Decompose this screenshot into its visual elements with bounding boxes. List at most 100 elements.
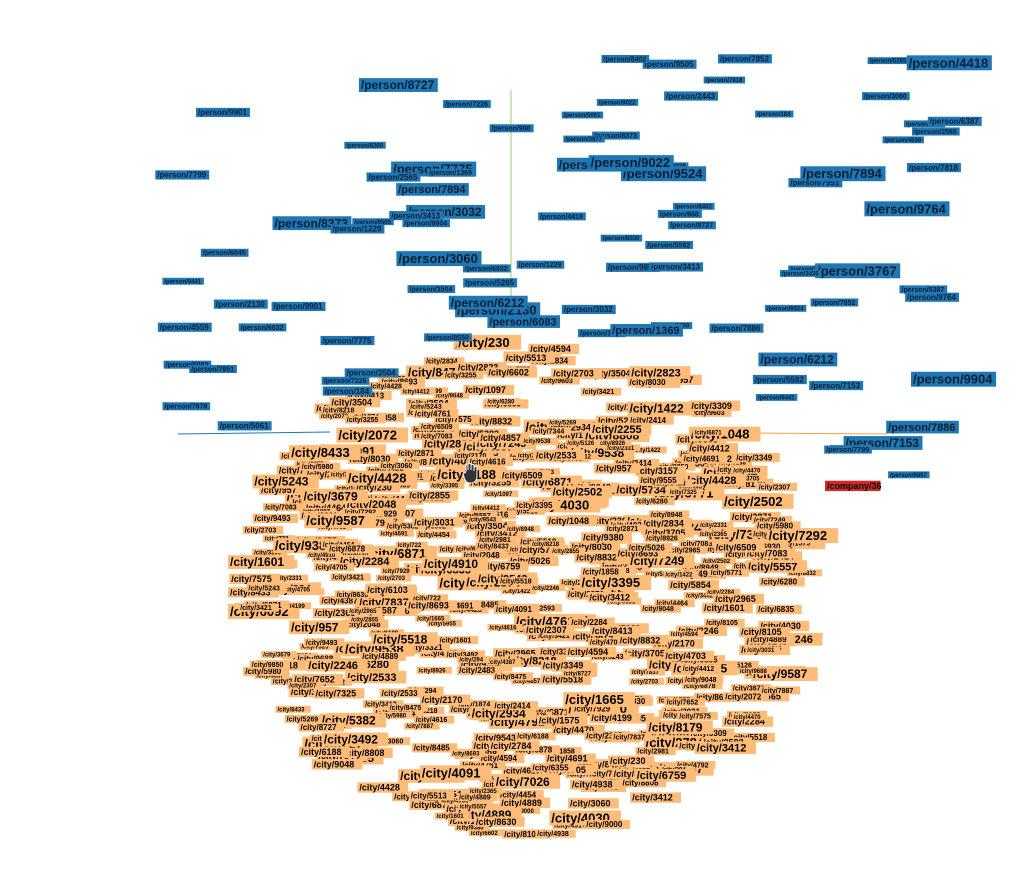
city-node[interactable]: /city/4705 [281,586,317,594]
person-node[interactable]: /person/9022 [596,98,639,107]
person-node[interactable]: /person/3413 [389,211,444,220]
city-node[interactable]: /city/9493 [252,513,299,523]
city-node[interactable]: /city/4470 [551,724,603,735]
person-node[interactable]: /person/7818 [703,76,746,85]
city-node[interactable]: /city/1097 [483,490,519,498]
city-node[interactable]: /city/5955 [426,619,463,628]
city-node[interactable]: /city/8693 [450,749,486,758]
city-node[interactable]: /city/1601 [702,602,753,614]
city-node[interactable]: /city/5557 [457,802,493,811]
city-node[interactable]: /city/2307 [524,624,575,636]
person-node[interactable]: /person/1369 [427,168,475,177]
person-node[interactable]: /person/7153 [809,380,864,390]
city-node[interactable]: /city/2855 [349,615,385,624]
city-node[interactable]: /city/4761 [412,408,459,418]
person-node[interactable]: /person/8727 [668,221,716,230]
person-node[interactable]: /person/6212 [758,352,838,367]
city-node[interactable]: /city/5980 [755,521,801,531]
city-node[interactable]: /city/9555 [638,475,685,485]
city-node[interactable]: /city/8433 [275,705,311,714]
city-node[interactable]: /city/3031 [412,517,463,528]
city-node[interactable]: /city/3395 [538,647,584,657]
city-node[interactable]: /city/957 [289,620,350,634]
city-node[interactable]: /city/4857 [511,677,547,686]
city-node[interactable]: /city/2981 [635,747,676,756]
city-node[interactable]: /city/7325 [299,643,335,651]
city-node[interactable]: /city/7575 [229,573,280,585]
city-node[interactable]: /city/230 [608,755,655,766]
city-node[interactable]: /city/5980 [299,462,341,471]
city-node[interactable]: /city/4703 [663,650,715,662]
city-node[interactable]: /city/3060 [378,461,420,470]
city-node[interactable]: /city/2414 [492,701,538,711]
city-node[interactable]: /city/5854 [643,570,679,578]
person-node[interactable]: /person/7818 [907,162,961,172]
city-node[interactable]: /city/7083 [419,431,460,440]
city-node[interactable]: /city/7292 [342,507,383,516]
city-node[interactable]: /city/7292 [766,528,839,543]
city-node[interactable]: /city/5518 [498,577,539,586]
city-node[interactable]: /city/3309 [689,400,741,411]
person-node[interactable]: /person/4559 [882,136,924,144]
city-node[interactable]: /city/3421 [580,387,622,396]
city-node[interactable]: /city/2502 [701,557,737,566]
person-node[interactable]: /person/9441 [162,277,204,286]
city-node[interactable]: /city/5243 [252,474,319,489]
person-node[interactable]: /person/9901 [271,301,326,311]
city-node[interactable]: /city/4428 [345,471,418,486]
city-node[interactable]: /city/3705 [622,648,674,659]
city-node[interactable]: /city/4616 [487,623,523,632]
person-node[interactable]: /person/7678 [162,402,211,411]
person-node[interactable]: /person/988 [657,209,702,218]
city-node[interactable]: /city/2284 [569,617,615,627]
city-node[interactable]: /city/8727 [298,722,345,732]
city-node[interactable]: /city/4428 [357,782,409,793]
city-node[interactable]: /city/1048 [555,429,607,440]
city-node[interactable]: /city/7026 [587,769,634,779]
city-node[interactable]: /city/1097 [463,384,515,396]
city-node[interactable]: /city/6280 [759,577,805,587]
city-node[interactable]: /city/8926 [596,439,632,447]
city-node[interactable]: /city/4910 [422,557,489,571]
city-node[interactable]: /city/3309 [252,548,288,557]
city-node[interactable]: /city/3412 [475,528,526,539]
person-node[interactable]: /person/8727 [358,78,438,92]
city-node[interactable]: /city/2871 [604,524,645,533]
city-node[interactable]: /city/4691 [378,529,414,538]
city-node[interactable]: /city/2823 [455,362,507,373]
person-node[interactable]: /person/1229 [516,260,565,269]
city-node[interactable]: /city/3679 [730,684,772,693]
city-node[interactable]: /city/2072 [723,692,769,702]
person-node[interactable]: /person/8200 [344,141,386,150]
person-node[interactable]: /person/1369 [610,323,683,337]
person-node[interactable]: /person/8550 [600,234,643,243]
city-node[interactable]: /city/3504 [465,520,516,532]
city-node[interactable]: /city/1575 [536,715,588,726]
city-node[interactable]: /city/2703 [629,678,665,686]
city-node[interactable]: /city/6602 [486,367,538,378]
person-node[interactable]: /person/7894 [800,166,886,181]
city-node[interactable]: /city/5269 [284,714,325,723]
city-node[interactable]: /city/5980 [243,666,289,676]
city-node[interactable]: /city/4594 [478,753,525,763]
person-node[interactable]: /person/5265 [463,278,518,288]
person-node[interactable]: /person/3413 [649,262,704,272]
city-node[interactable]: /city/2871 [396,448,442,458]
city-node[interactable]: /city/2246 [306,658,368,672]
person-node[interactable]: /person/7894 [396,183,469,196]
person-node[interactable]: /person/3504 [344,368,399,378]
city-node[interactable]: /city/230 [270,676,308,685]
city-node[interactable]: /city/8179 [646,720,713,735]
city-node[interactable]: /city/5243 [408,402,449,411]
city-node[interactable]: /city/2502 [550,485,612,499]
person-node[interactable]: /person/3032 [561,304,616,314]
city-node[interactable]: /city/8630 [473,816,525,827]
city-node[interactable]: /city/9587 [304,513,376,528]
city-node[interactable]: /city/4387 [486,658,522,667]
city-node[interactable]: /city/6188 [299,746,350,757]
city-node[interactable]: /city/5734 [517,544,569,556]
city-node[interactable]: /city/8926 [416,666,452,675]
city-node[interactable]: /city/957 [594,463,641,474]
city-node[interactable]: /city/6878 [409,799,461,810]
city-node[interactable]: /city/4030 [758,620,810,632]
